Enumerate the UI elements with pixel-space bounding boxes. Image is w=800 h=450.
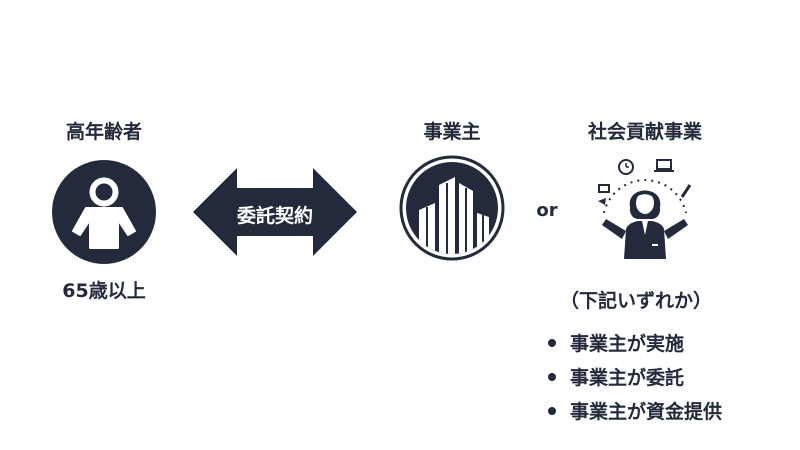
list-item: 事業主が実施 [548,327,722,361]
contract-label: 委託契約 [236,205,314,227]
social-title: 社会貢献事業 [587,121,703,143]
social-note: （下記いずれか） [560,290,713,312]
social-items-list: 事業主が実施 事業主が委託 事業主が資金提供 [548,327,722,429]
double-arrow-icon [193,168,357,256]
bullet-icon [548,338,556,347]
bullet-icon [548,372,556,381]
multitasking-woman-icon [598,159,692,259]
elderly-age-label: 65歳以上 [62,280,146,302]
list-item: 事業主が資金提供 [548,395,722,429]
buildings-icon [399,155,505,261]
list-item: 事業主が委託 [548,361,722,395]
or-connector: or [536,200,558,221]
employer-title: 事業主 [423,121,481,143]
elderly-title: 高年齢者 [65,121,143,143]
person-icon [52,160,156,264]
bullet-icon [548,406,556,415]
